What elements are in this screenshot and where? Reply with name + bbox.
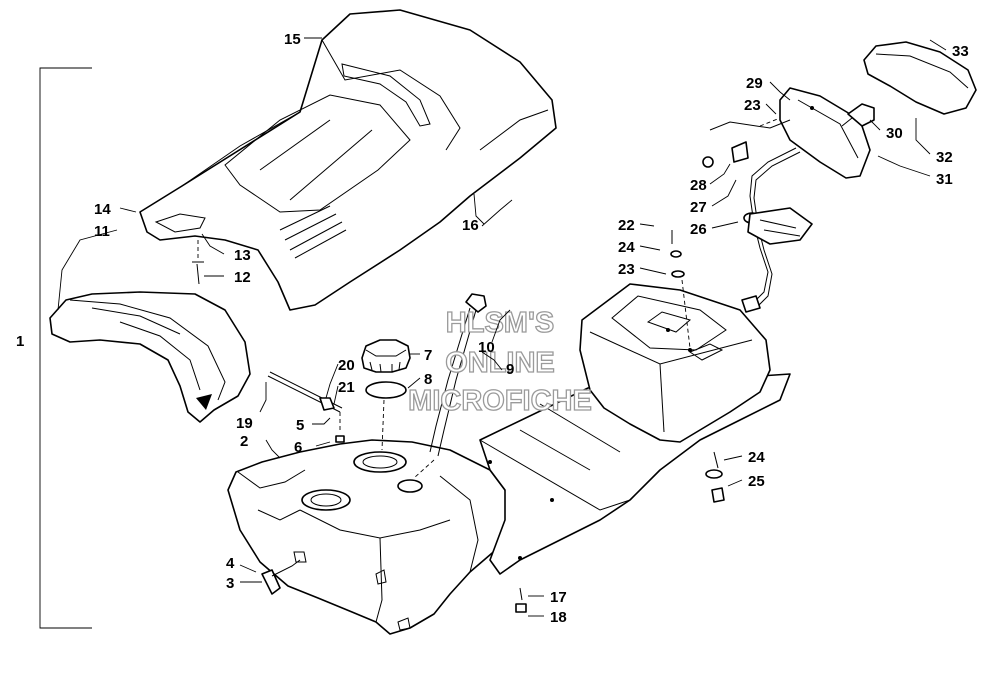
taillight-hardware[interactable]	[702, 117, 791, 168]
callout-8: 8	[424, 371, 432, 388]
drain-fitting[interactable]	[261, 559, 301, 595]
taillight-lens[interactable]	[863, 41, 977, 115]
callout-9: 9	[506, 361, 514, 378]
callout-5: 5	[296, 417, 304, 434]
callout-11: 11	[94, 223, 110, 240]
callout-4: 4	[226, 555, 235, 572]
callout-1: 1	[16, 333, 24, 350]
callout-33: 33	[952, 43, 969, 60]
watermark-line2: ONLINE	[445, 347, 555, 379]
leader-lines	[57, 37, 947, 617]
callout-28: 28	[690, 177, 707, 194]
callout-10: 10	[478, 339, 495, 356]
callout-3: 3	[226, 575, 234, 592]
assembly-bracket	[39, 67, 92, 629]
seat[interactable]	[139, 9, 557, 311]
callout-15: 15	[284, 31, 301, 48]
taillight-housing[interactable]	[779, 87, 871, 179]
callout-26: 26	[690, 221, 707, 238]
console-hardware[interactable]	[515, 230, 725, 613]
storage-box[interactable]	[579, 283, 771, 443]
watermark-line1: HLSM'S	[446, 307, 554, 339]
callout-18: 18	[550, 609, 567, 626]
callout-16: 16	[462, 217, 479, 234]
fuel-cap-gasket[interactable]	[365, 381, 407, 451]
callout-27: 27	[690, 199, 707, 216]
mount-rod[interactable]	[267, 371, 345, 443]
callout-14: 14	[94, 201, 111, 218]
callout-25: 25	[748, 473, 765, 490]
callout-21: 21	[338, 379, 355, 396]
callout-22: 22	[618, 217, 635, 234]
callout-32: 32	[936, 149, 953, 166]
callout-24-console: 24	[618, 239, 635, 256]
callout-29: 29	[746, 75, 763, 92]
callout-30: 30	[886, 125, 903, 142]
seat-hardware[interactable]	[192, 240, 204, 285]
callouts: 1 2 3 4 5 6 7 8 9 10 11 12 13 14 15 16 1…	[16, 31, 969, 626]
callout-12: 12	[234, 269, 251, 286]
gas-tank[interactable]	[227, 439, 513, 635]
taillight-bulb[interactable]	[841, 103, 875, 127]
watermark: HLSM'S ONLINE MICROFICHE	[408, 306, 593, 417]
callout-7: 7	[424, 347, 432, 364]
mount-bracket[interactable]	[747, 207, 813, 245]
watermark-line3: MICROFICHE	[408, 385, 592, 417]
fuel-cap[interactable]	[361, 339, 411, 373]
fuel-sender[interactable]	[413, 293, 487, 479]
callout-17: 17	[550, 589, 567, 606]
callout-13: 13	[234, 247, 251, 264]
seat-back[interactable]	[49, 291, 251, 423]
callout-20: 20	[338, 357, 355, 374]
callout-24-lower: 24	[748, 449, 765, 466]
callout-23-taillight: 23	[744, 97, 761, 114]
callout-31: 31	[936, 171, 953, 188]
callout-2: 2	[240, 433, 248, 450]
callout-19: 19	[236, 415, 253, 432]
console-tray[interactable]	[479, 373, 791, 575]
callout-23-console: 23	[618, 261, 635, 278]
callout-6: 6	[294, 439, 302, 456]
